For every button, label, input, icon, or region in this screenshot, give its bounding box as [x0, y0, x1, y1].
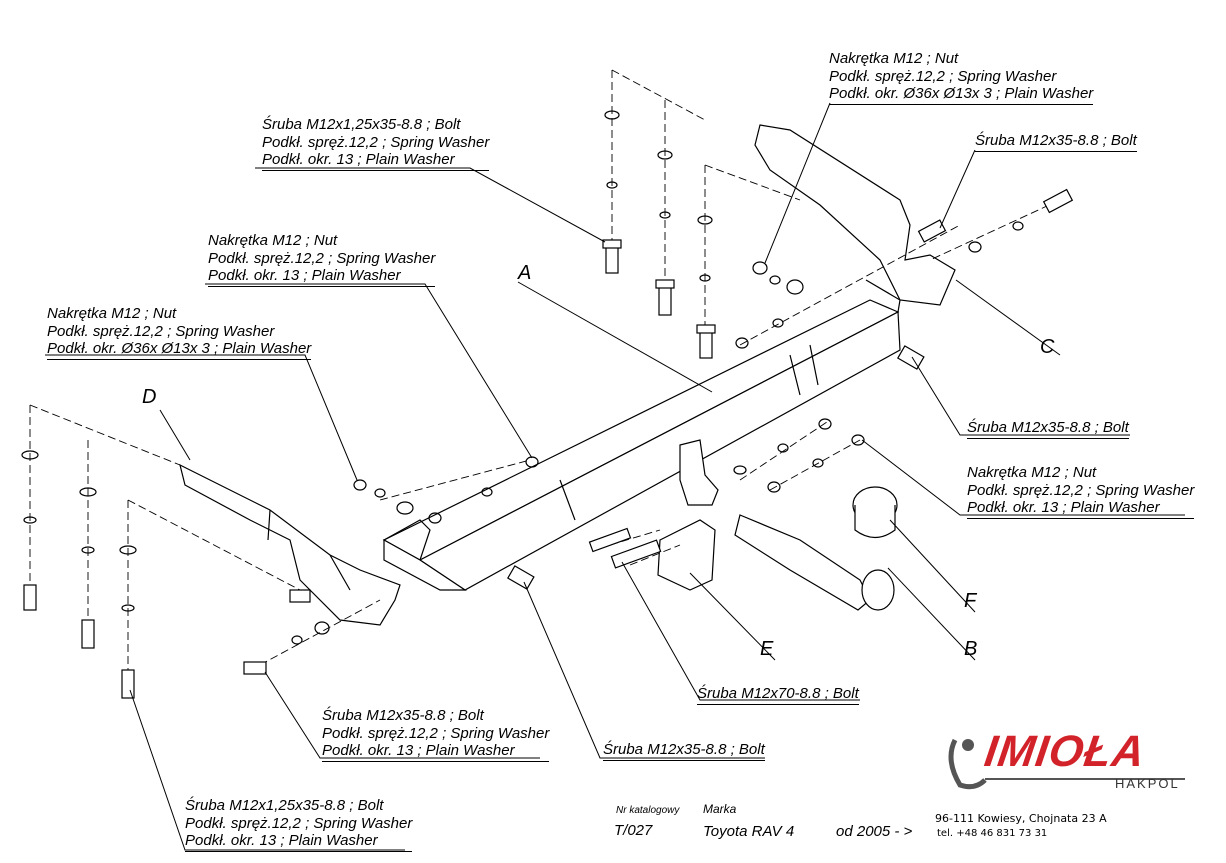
- part-letter-f: F: [964, 590, 977, 612]
- part-letter-c: C: [1040, 336, 1055, 358]
- callout-line: Nakrętka M12 ; Nut: [47, 305, 177, 322]
- callout-left-nut: Nakrętka M12 ; Nut Podkł. spręż.12,2 ; S…: [47, 305, 312, 360]
- callout-line: Śruba M12x1,25x35-8.8 ; Bolt: [262, 116, 461, 133]
- ball-arm-b: [734, 486, 898, 611]
- callout-line: Śruba M12x35-8.8 ; Bolt: [967, 419, 1129, 439]
- callout-line: Podkł. okr. 13 ; Plain Washer: [185, 832, 413, 852]
- callout-line: Nakrętka M12 ; Nut: [829, 50, 959, 67]
- bracket-c: [754, 124, 956, 306]
- production-from: od 2005 - >: [836, 823, 913, 840]
- callout-right-bolt-top: Śruba M12x35-8.8 ; Bolt: [975, 132, 1137, 152]
- callout-line: Śruba M12x35-8.8 ; Bolt: [975, 132, 1137, 152]
- company-logo: IMIOŁA HAKPOL: [982, 727, 1185, 791]
- callout-line: Podkł. okr. Ø36x Ø13x 3 ; Plain Washer: [47, 340, 312, 360]
- callout-line: Podkł. okr. Ø36x Ø13x 3 ; Plain Washer: [829, 85, 1094, 105]
- logo-mark: [948, 738, 987, 790]
- callout-line: Śruba M12x70-8.8 ; Bolt: [697, 685, 859, 705]
- callout-line: Podkł. spręż.12,2 ; Spring Washer: [208, 249, 436, 267]
- catalog-label: Nr katalogowy: [616, 805, 680, 816]
- brand-label: Marka: [703, 802, 737, 816]
- catalog-value: T/027: [614, 822, 653, 839]
- brand-value: Toyota RAV 4: [703, 823, 795, 840]
- bracket-d: [179, 463, 401, 626]
- logo-sub: HAKPOL: [1115, 776, 1180, 791]
- callout-right-nut: Nakrętka M12 ; Nut Podkł. spręż.12,2 ; S…: [967, 464, 1195, 519]
- callout-bottom-bolt-mid: Śruba M12x35-8.8 ; Bolt Podkł. spręż.12,…: [322, 707, 550, 762]
- callout-line: Śruba M12x35-8.8 ; Bolt: [322, 707, 484, 724]
- logo-name: IMIOŁA: [981, 727, 1149, 776]
- callout-bottom-bolt-center: Śruba M12x35-8.8 ; Bolt: [603, 741, 765, 761]
- callout-line: Podkł. okr. 13 ; Plain Washer: [262, 151, 490, 171]
- callout-line: Podkł. okr. 13 ; Plain Washer: [967, 499, 1195, 519]
- callout-line: Podkł. spręż.12,2 ; Spring Washer: [185, 814, 413, 832]
- part-letter-d: D: [142, 386, 157, 408]
- callout-right-bolt-mid: Śruba M12x35-8.8 ; Bolt: [967, 419, 1129, 439]
- callout-line: Podkł. spręż.12,2 ; Spring Washer: [829, 67, 1057, 85]
- washers: [21, 110, 1024, 645]
- part-letter-b: B: [964, 638, 978, 660]
- callout-line: Nakrętka M12 ; Nut: [208, 232, 338, 249]
- bolts: [23, 188, 1074, 699]
- callout-bolt-70: Śruba M12x70-8.8 ; Bolt: [697, 685, 859, 705]
- socket-plate-e: [657, 519, 716, 591]
- callout-top-right-nut: Nakrętka M12 ; Nut Podkł. spręż.12,2 ; S…: [829, 50, 1094, 105]
- callout-line: Podkł. okr. 13 ; Plain Washer: [208, 267, 436, 287]
- callout-mid-left-nut: Nakrętka M12 ; Nut Podkł. spręż.12,2 ; S…: [208, 232, 436, 287]
- callout-line: Śruba M12x35-8.8 ; Bolt: [603, 741, 765, 761]
- callout-line: Podkł. spręż.12,2 ; Spring Washer: [262, 133, 490, 151]
- part-letter-e: E: [760, 638, 774, 660]
- callout-line: Podkł. spręż.12,2 ; Spring Washer: [967, 481, 1195, 499]
- callout-line: Podkł. okr. 13 ; Plain Washer: [322, 742, 550, 762]
- company-address: 96-111 Kowiesy, Chojnata 23 A: [935, 812, 1107, 825]
- crossbar-a: [382, 279, 901, 591]
- callout-bottom-left-bolt: Śruba M12x1,25x35-8.8 ; Bolt Podkł. sprę…: [185, 797, 413, 852]
- company-phone: tel. +48 46 831 73 31: [937, 828, 1048, 839]
- logo-underline: [985, 778, 1185, 780]
- part-letter-a: A: [518, 262, 532, 284]
- callout-line: Podkł. spręż.12,2 ; Spring Washer: [47, 322, 275, 340]
- callout-line: Śruba M12x1,25x35-8.8 ; Bolt: [185, 797, 384, 814]
- callout-line: Nakrętka M12 ; Nut: [967, 464, 1097, 481]
- callout-top-left-bolt: Śruba M12x1,25x35-8.8 ; Bolt Podkł. sprę…: [262, 116, 490, 171]
- callout-line: Podkł. spręż.12,2 ; Spring Washer: [322, 724, 550, 742]
